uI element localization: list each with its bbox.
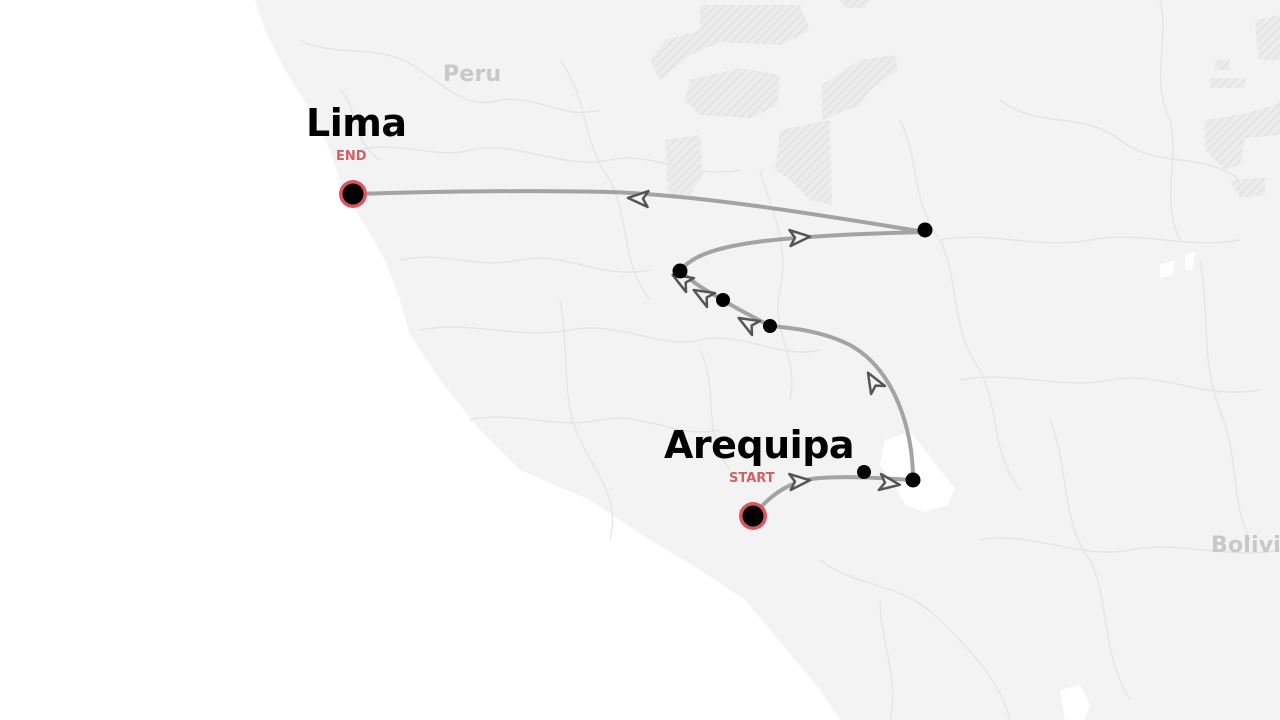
arrow-icon [692,288,717,309]
start-marker[interactable] [739,502,767,530]
stop-marker [905,472,921,488]
city-label-lima: Lima [306,101,407,145]
region-borders [299,0,1280,720]
start-tag: START [729,471,775,486]
lakes [880,252,1195,720]
protected-areas [650,0,1280,205]
stop-marker [672,263,688,279]
stop-marker [763,319,777,333]
arrow-icon [671,273,696,294]
stop-marker [716,293,730,307]
direction-arrows [626,189,902,492]
stop-marker [857,465,871,479]
route-stops[interactable] [672,222,933,488]
arrow-icon [866,371,887,396]
stop-marker [917,222,933,238]
arrow-icon [626,189,650,209]
arrow-icon [737,316,762,337]
arrow-icon [877,472,902,492]
end-marker[interactable] [339,180,367,208]
city-label-arequipa: Arequipa [664,423,855,467]
country-label-bolivia: Bolivi [1211,533,1280,558]
end-tag: END [336,149,367,164]
arrow-icon [788,472,812,492]
arrow-icon [788,228,812,248]
country-label-peru: Peru [443,62,502,87]
